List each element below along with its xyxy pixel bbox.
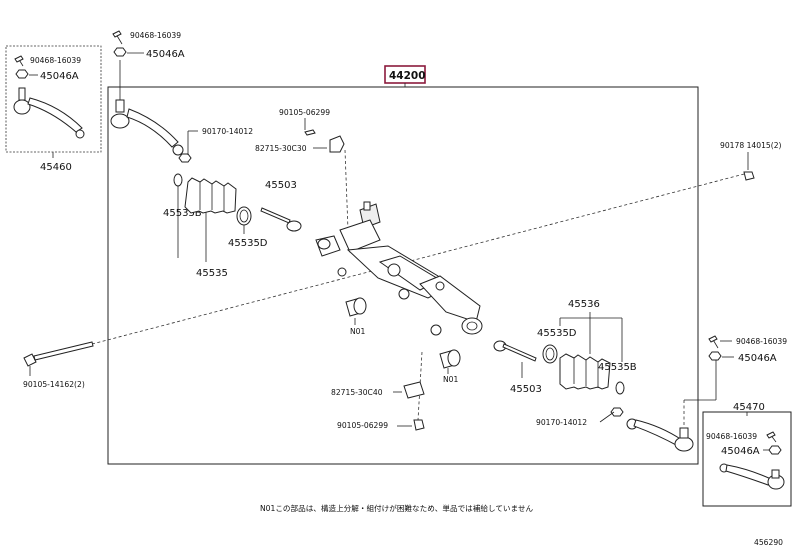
nut-right-top-icon: [708, 351, 722, 361]
label-nut-left-box[interactable]: 45046A: [40, 71, 79, 82]
label-n01-left[interactable]: N01: [350, 327, 366, 336]
tie-rod-end-right-box-icon: [719, 463, 785, 490]
label-tie-rod-end-right[interactable]: 45470: [733, 402, 765, 413]
label-nut-right-top[interactable]: 45046A: [738, 353, 777, 364]
label-bolt-90105-top[interactable]: 90105-06299: [279, 108, 330, 117]
bolt-left-box-icon: [14, 55, 24, 67]
nut-90170-left-icon: [178, 153, 192, 163]
label-bolt-90105-long[interactable]: 90105-14162(2): [23, 380, 85, 389]
label-bolt-90178[interactable]: 90178 14015(2): [720, 141, 782, 150]
tie-rod-end-right-icon: [626, 418, 694, 452]
tie-rod-end-left-box-icon: [13, 87, 85, 139]
nut-90170-right-icon: [610, 407, 624, 417]
footnote-text: N01この部品は、構造上分解・組付けが困難なため、単品では補給していません: [260, 503, 533, 513]
label-bolt-left-box[interactable]: 90468-16039: [30, 56, 81, 65]
figure-code: 456290: [754, 538, 783, 547]
bolt-90105-long-icon: [23, 341, 94, 367]
label-bracket-82715-top[interactable]: 82715-30C30: [255, 144, 307, 153]
bolt-axis-line: [91, 172, 749, 345]
label-bolt-left-top[interactable]: 90468-16039: [130, 31, 181, 40]
clamp-45535B-right-icon: [615, 381, 625, 395]
label-clamp-45535D-left[interactable]: 45535D: [228, 238, 268, 249]
bolt-left-top-icon: [112, 30, 123, 45]
bolt-right-top-icon: [708, 335, 719, 349]
label-nut-90170-right[interactable]: 90170-14012: [536, 418, 587, 427]
label-bolt-right-top[interactable]: 90468-16039: [736, 337, 787, 346]
bolt-90178-icon: [743, 171, 755, 181]
label-clamp-45535B-right[interactable]: 45535B: [598, 362, 637, 373]
bolt-90105-top-icon: [304, 129, 316, 136]
label-nut-left-top[interactable]: 45046A: [146, 49, 185, 60]
bushing-n01-left-icon: [345, 297, 367, 317]
label-boot-right-group[interactable]: 45536: [568, 299, 600, 310]
clamp-45535B-left-icon: [173, 173, 183, 187]
label-rack-end-left[interactable]: 45503: [265, 180, 297, 191]
label-clamp-45535B-left[interactable]: 45535B: [163, 208, 202, 219]
assembly-frame: [107, 86, 699, 465]
bushing-n01-right-icon: [439, 349, 461, 369]
bracket-82715-top-icon: [329, 135, 345, 153]
steering-gear-housing-icon: [315, 201, 483, 336]
label-n01-right[interactable]: N01: [443, 375, 459, 384]
label-tie-rod-end-left[interactable]: 45460: [40, 162, 72, 173]
rack-end-right-icon: [493, 340, 537, 362]
assembly-label[interactable]: 44200: [389, 70, 426, 82]
label-clamp-45535D-right[interactable]: 45535D: [537, 328, 577, 339]
nut-left-box-icon: [15, 69, 29, 79]
bracket-82715-bottom-icon: [403, 381, 425, 399]
label-boot-left[interactable]: 45535: [196, 268, 228, 279]
label-bracket-82715-bottom[interactable]: 82715-30C40: [331, 388, 383, 397]
label-nut-90170-left[interactable]: 90170-14012: [202, 127, 253, 136]
bolt-90105-bottom-icon: [413, 419, 425, 431]
bolt-right-box-icon: [766, 431, 777, 443]
right-tie-rod-box: [702, 411, 792, 507]
rack-end-left-icon: [260, 207, 302, 232]
label-rack-end-right[interactable]: 45503: [510, 384, 542, 395]
nut-left-top-icon: [113, 47, 127, 57]
left-tie-rod-box: [5, 45, 102, 153]
boot-left-icon: [184, 177, 237, 214]
label-bolt-right-box[interactable]: 90468-16039: [706, 432, 757, 441]
label-bolt-90105-bottom[interactable]: 90105-06299: [337, 421, 388, 430]
tie-rod-end-left-icon: [110, 60, 184, 156]
boot-right-icon: [559, 353, 611, 390]
clamp-45535D-right-icon: [542, 344, 558, 364]
label-nut-right-box[interactable]: 45046A: [721, 446, 760, 457]
nut-right-box-icon: [768, 445, 782, 455]
